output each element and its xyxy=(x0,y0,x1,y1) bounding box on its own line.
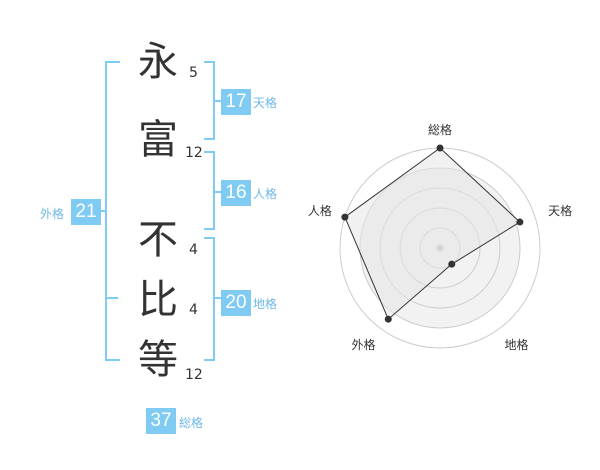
jin-value-badge: 16 xyxy=(221,180,251,206)
given-char-2: 比 xyxy=(138,277,178,323)
surname-strokes-2: 12 xyxy=(185,145,203,161)
given-char-3: 等 xyxy=(138,337,178,383)
ten-label: 天格 xyxy=(253,96,278,110)
sou-value-badge: 37 xyxy=(146,408,176,434)
gai-label: 外格 xyxy=(40,207,65,221)
radar-point-5 xyxy=(341,213,349,221)
radar-axis-label-2: 天格 xyxy=(548,203,572,218)
radar-point-1 xyxy=(436,144,444,152)
radar-axis-label-5: 人格 xyxy=(308,203,332,218)
gai-value-badge: 21 xyxy=(71,199,101,225)
given-strokes-2: 4 xyxy=(189,302,198,318)
sou-label: 総格 xyxy=(179,416,204,430)
given-strokes-3: 12 xyxy=(185,367,203,383)
radar-axis-label-4: 外格 xyxy=(351,337,375,352)
radar-axis-label-3: 地格 xyxy=(505,337,529,352)
given-strokes-1: 4 xyxy=(189,242,198,258)
surname-strokes-1: 5 xyxy=(189,65,198,81)
radar-polygon xyxy=(344,147,521,321)
outer-bracket xyxy=(97,61,120,361)
radar-point-3 xyxy=(448,260,456,268)
chi-bracket xyxy=(204,237,222,361)
given-char-1: 不 xyxy=(138,217,178,263)
chi-label: 地格 xyxy=(253,297,278,311)
surname-char-1: 永 xyxy=(138,39,178,85)
ten-value-badge: 17 xyxy=(221,89,251,115)
ten-bracket xyxy=(204,61,222,140)
chi-value-badge: 20 xyxy=(221,290,251,316)
radar-point-2 xyxy=(516,218,524,226)
jin-bracket xyxy=(204,151,222,230)
radar-axis-label-1: 総格 xyxy=(428,122,452,137)
radar-point-4 xyxy=(384,315,392,323)
surname-char-2: 富 xyxy=(138,117,178,163)
jin-label: 人格 xyxy=(253,187,278,201)
